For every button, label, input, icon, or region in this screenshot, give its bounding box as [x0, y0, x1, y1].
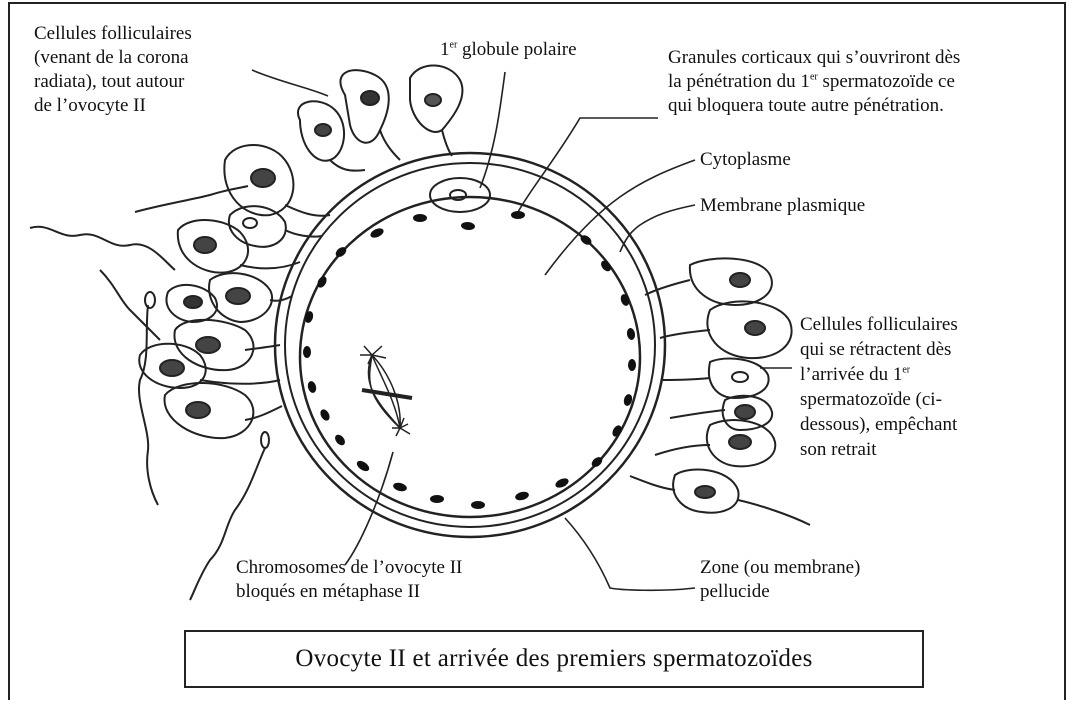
granules-line1: Granules corticaux qui s’ouvriront dès — [668, 46, 960, 70]
label-follicular-left-line1: Cellules folliculaires — [34, 22, 192, 46]
follicular-right-line3-a: l’arrivée du 1 — [800, 364, 902, 385]
label-cortical-granules: Granules corticaux qui s’ouvriront dès l… — [668, 46, 960, 118]
label-polar-body: 1er globule polaire — [440, 38, 577, 62]
label-follicular-left-line2: (venant de la corona — [34, 46, 192, 70]
label-cytoplasm: Cytoplasme — [700, 148, 791, 172]
follicular-cells-right — [630, 258, 810, 525]
granules-line3: qui bloquera toute autre pénétration. — [668, 94, 960, 118]
polar-body-number: 1 — [440, 39, 450, 60]
spindle — [360, 346, 412, 436]
polar-body-text: globule polaire — [457, 39, 576, 60]
oocyte — [275, 153, 665, 537]
follicular-right-line2: qui se rétractent dès — [800, 337, 958, 362]
chromosomes-line2: bloqués en métaphase II — [236, 580, 462, 604]
label-follicular-right: Cellules folliculaires qui se rétractent… — [800, 312, 958, 462]
follicular-right-line5: dessous), empêchant — [800, 412, 958, 437]
granules-line2-b: spermatozoïde ce — [818, 71, 955, 92]
follicular-right-line4: spermatozoïde (ci- — [800, 387, 958, 412]
cortical-granules — [303, 211, 636, 509]
polar-body — [430, 178, 490, 212]
granules-line2-a: la pénétration du 1 — [668, 71, 810, 92]
zona-line2: pellucide — [700, 580, 860, 604]
label-follicular-left: Cellules folliculaires (venant de la cor… — [34, 22, 192, 118]
sperm-tails — [30, 186, 269, 600]
follicular-right-line1: Cellules folliculaires — [800, 312, 958, 337]
granules-line2-sup: er — [810, 72, 818, 83]
follicular-right-line6: son retrait — [800, 437, 958, 462]
granules-line2: la pénétration du 1er spermatozoïde ce — [668, 70, 960, 94]
chromosomes-line1: Chromosomes de l’ovocyte II — [236, 556, 462, 580]
figure-caption: Ovocyte II et arrivée des premiers sperm… — [184, 630, 924, 688]
label-plasma-membrane: Membrane plasmique — [700, 194, 865, 218]
zona-line1: Zone (ou membrane) — [700, 556, 860, 580]
label-follicular-left-line4: de l’ovocyte II — [34, 94, 192, 118]
zona-pellucida-inner — [285, 163, 655, 527]
label-zona-pellucida: Zone (ou membrane) pellucide — [700, 556, 860, 604]
follicular-right-line3: l’arrivée du 1er — [800, 362, 958, 387]
label-follicular-left-line3: radiata), tout autour — [34, 70, 192, 94]
plasma-membrane — [300, 197, 640, 517]
label-chromosomes: Chromosomes de l’ovocyte II bloqués en m… — [236, 556, 462, 604]
follicular-right-line3-sup: er — [902, 365, 910, 376]
